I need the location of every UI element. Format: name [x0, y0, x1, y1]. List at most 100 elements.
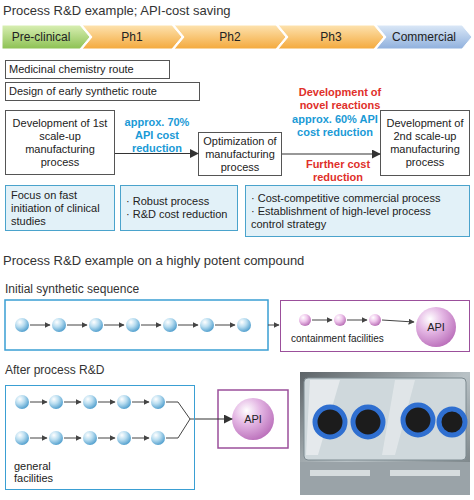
contained-sphere [299, 314, 311, 326]
glovebox-rail [310, 470, 370, 476]
node-text: API [427, 321, 445, 334]
node-text: · Establishment of high-level process co… [251, 205, 464, 231]
focus-box: · Robust process· R&D cost reduction [120, 185, 238, 231]
contained-sphere [369, 314, 381, 326]
glove-port [315, 407, 345, 437]
intermediate-sphere [52, 318, 66, 332]
intermediate-sphere [15, 318, 29, 332]
chevron-outline [2, 25, 90, 49]
intermediate-sphere [89, 318, 103, 332]
node-text: Focus on fast initiation of clinical stu… [11, 189, 109, 228]
node-text: Ph3 [320, 31, 341, 44]
glove-port [439, 409, 465, 435]
subheading: Initial synthetic sequence [5, 282, 305, 296]
process-box: Optimization of manufacturing process [198, 132, 282, 176]
step-arrow [67, 325, 87, 326]
section-heading: Process R&D example on a highly potent c… [3, 253, 423, 268]
chevron-outline [82, 25, 182, 49]
phase-chevron: Ph1 [82, 25, 182, 49]
step-arrow [30, 438, 47, 439]
route-box: Design of early synthetic route [5, 82, 200, 101]
node-text: · Cost-competitive commercial process [251, 192, 464, 205]
focus-box: · Cost-competitive commercial process· E… [245, 185, 470, 237]
glovebox-base [300, 462, 470, 495]
chevron-outline [278, 25, 384, 49]
intermediate-sphere [126, 318, 140, 332]
intermediate-sphere [83, 431, 97, 445]
step-arrow [30, 325, 50, 326]
intermediate-sphere [237, 318, 251, 332]
intermediate-sphere [117, 431, 131, 445]
intermediate-sphere [15, 395, 29, 409]
step-arrow [132, 402, 149, 403]
node-text: Medicinal chemistry route [9, 63, 134, 76]
step-arrow [98, 402, 115, 403]
node-text: Pre-clinical [12, 31, 71, 44]
intermediate-sphere [151, 395, 165, 409]
step-arrow [312, 320, 332, 321]
node-text: Design of early synthetic route [9, 85, 157, 98]
process-box: Development of 2nd scale-up manufacturin… [380, 110, 470, 176]
step-arrow [268, 325, 279, 326]
chevron-outline [174, 25, 286, 49]
api-circle: API [232, 398, 274, 440]
containment-box: containment facilitiesAPI [280, 300, 470, 352]
subheading: After process R&D [5, 363, 285, 377]
phase-chevron: Ph3 [278, 25, 384, 49]
phase-chevron: Pre-clinical [2, 25, 90, 49]
step-arrow [98, 438, 115, 439]
step-arrow [30, 402, 47, 403]
general-facility-box: general facilities [5, 385, 195, 490]
node-text: API [244, 413, 262, 426]
contained-sphere [334, 314, 346, 326]
chevron-outline [376, 25, 472, 49]
api-box [218, 390, 288, 448]
edge-label: approx. 60% API cost reduction [290, 113, 380, 139]
intermediate-spheres [15, 318, 251, 332]
process-box: Development of 1st scale-up manufacturin… [5, 110, 115, 175]
step-arrow [347, 320, 367, 321]
intermediate-sphere [117, 395, 131, 409]
sequence-box [5, 300, 268, 350]
red-annotation: Development of novel reactions [290, 86, 390, 112]
glovebox-window [304, 378, 466, 460]
step-arrow [215, 325, 235, 326]
glove-port [403, 405, 433, 435]
node-text: Optimization of manufacturing process [202, 135, 278, 174]
phase-chevron: Ph2 [174, 25, 286, 49]
step-arrow [178, 325, 198, 326]
glove-port [353, 407, 383, 437]
intermediate-sphere [200, 318, 214, 332]
intermediate-sphere [151, 431, 165, 445]
contained-spheres [299, 314, 381, 326]
step-arrow [64, 438, 81, 439]
red-annotation: Further cost reduction [296, 158, 380, 184]
step-arrow [141, 325, 161, 326]
focus-box: Focus on fast initiation of clinical stu… [5, 185, 115, 231]
node-text: Ph2 [219, 31, 240, 44]
glovebox-rail [390, 470, 460, 476]
step-arrow [382, 320, 414, 322]
section-heading: Process R&D example; API-cost saving [3, 3, 403, 18]
flow-arrow [195, 418, 232, 419]
intermediate-sphere [49, 431, 63, 445]
node-text: Development of 1st scale-up manufacturin… [9, 117, 111, 169]
route-box: Medicinal chemistry route [5, 60, 170, 79]
node-text: · Robust process [126, 195, 232, 208]
api-circle: API [416, 307, 456, 347]
step-arrow [132, 438, 149, 439]
photo-background [300, 372, 470, 495]
node-text: Ph1 [121, 31, 142, 44]
parallel-spheres [15, 395, 165, 445]
node-text: · R&D cost reduction [126, 208, 232, 221]
node-text: Commercial [392, 31, 456, 44]
step-arrow [104, 325, 124, 326]
node-text: general facilities [14, 460, 74, 484]
intermediate-sphere [83, 395, 97, 409]
edge-label: approx. 70% API cost reduction [116, 116, 198, 155]
flow-arrow [282, 153, 380, 154]
intermediate-sphere [15, 431, 29, 445]
